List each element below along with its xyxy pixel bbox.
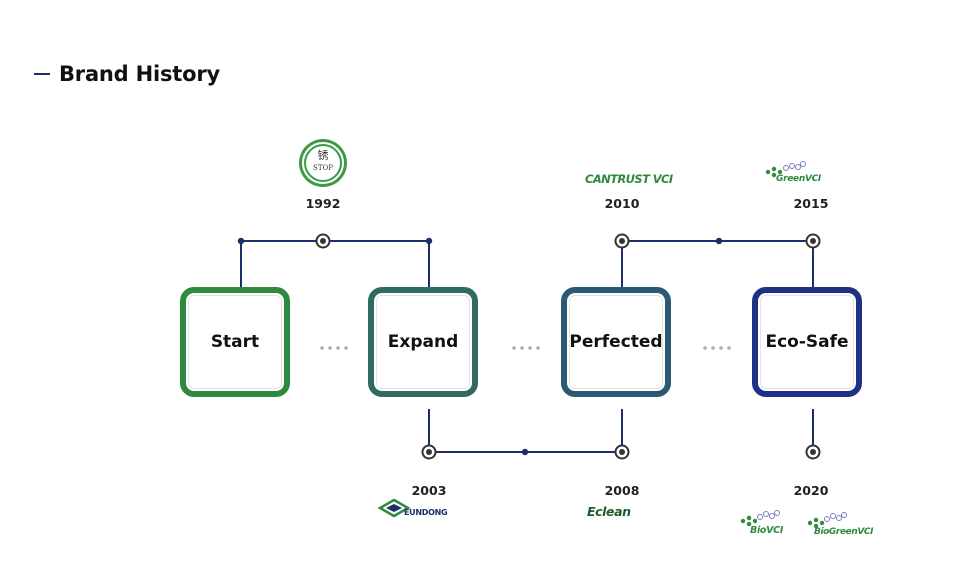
year-2008: 2008 bbox=[604, 483, 640, 498]
marker-2010 bbox=[614, 233, 630, 249]
connector-1992 bbox=[240, 240, 430, 287]
stage-start: Start bbox=[180, 287, 290, 397]
stage-label: Start bbox=[210, 332, 260, 352]
stage-label: Expand bbox=[387, 332, 459, 352]
stage-expand: Expand bbox=[368, 287, 478, 397]
marker-2008 bbox=[614, 444, 630, 460]
stage-label: Eco-Safe bbox=[765, 332, 849, 352]
section-header: Brand History bbox=[34, 62, 220, 86]
green-vci-logo: GreenVCI bbox=[776, 174, 821, 184]
separator-dots-1 bbox=[320, 346, 348, 350]
stage-perfected: Perfected bbox=[561, 287, 671, 397]
separator-dots-3 bbox=[703, 346, 731, 350]
year-2015: 2015 bbox=[793, 196, 829, 211]
marker-2015 bbox=[805, 233, 821, 249]
milestone-markers bbox=[315, 233, 821, 460]
stage-eco-safe: Eco-Safe bbox=[752, 287, 862, 397]
bio-vci-bubbles-icon bbox=[740, 510, 780, 527]
top-connectors bbox=[240, 240, 814, 453]
marker-2020 bbox=[805, 444, 821, 460]
year-2010: 2010 bbox=[604, 196, 640, 211]
title-dash bbox=[34, 73, 50, 75]
marker-1992 bbox=[315, 233, 331, 249]
year-1992: 1992 bbox=[305, 196, 341, 211]
stop-logo-word: STOP bbox=[313, 164, 333, 172]
eundong-logo: EUNDONG bbox=[404, 508, 448, 517]
bio-green-vci-logo: BioGreenVCI bbox=[814, 527, 874, 537]
separator-dots-2 bbox=[512, 346, 540, 350]
junction-dot bbox=[715, 237, 723, 245]
eundong-chevron-icon bbox=[377, 498, 411, 518]
junction-dot bbox=[425, 237, 433, 245]
year-2020: 2020 bbox=[793, 483, 829, 498]
stage-label: Perfected bbox=[569, 332, 663, 352]
junction-dot bbox=[521, 448, 529, 456]
year-2003: 2003 bbox=[411, 483, 447, 498]
page-title: Brand History bbox=[59, 62, 221, 86]
bio-vci-logo: BioVCI bbox=[750, 525, 784, 536]
bio-green-vci-bubbles-icon bbox=[807, 512, 847, 529]
green-vci-bubbles-icon bbox=[765, 161, 806, 178]
stop-logo-text: 锈 STOP bbox=[299, 150, 347, 174]
connector-2010-2015 bbox=[621, 240, 814, 287]
stop-logo-icon bbox=[299, 139, 347, 187]
stop-logo-glyph: 锈 bbox=[317, 149, 329, 162]
connector-2003-2008 bbox=[428, 409, 623, 453]
junction-dot bbox=[237, 237, 245, 245]
cantrust-vci-logo: CANTRUST VCI bbox=[585, 172, 673, 186]
marker-2003 bbox=[421, 444, 437, 460]
eclean-logo: Eclean bbox=[587, 504, 631, 519]
